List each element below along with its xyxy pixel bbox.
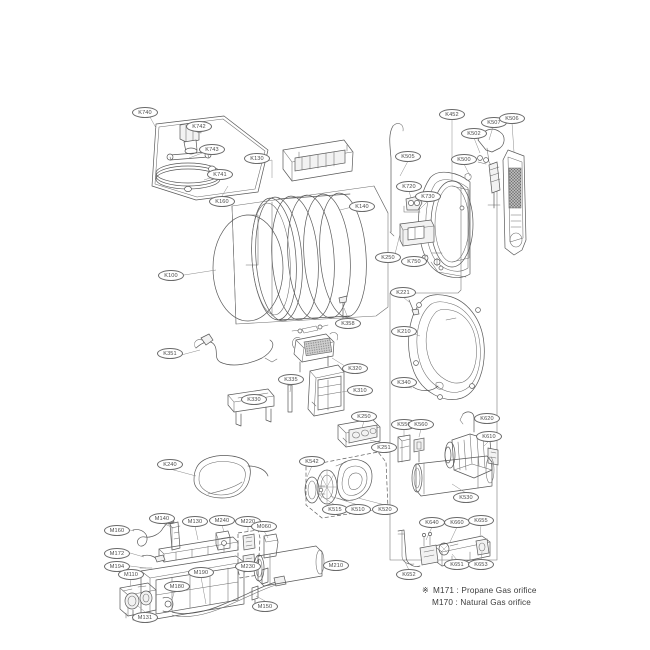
callout-k640: K640 (419, 516, 445, 528)
callout-k502: K502 (461, 127, 487, 139)
callout-k510: K510 (345, 503, 371, 515)
callout-m140: M140 (149, 512, 175, 524)
callout-k210: K210 (391, 325, 417, 337)
group-lint-duct (227, 332, 345, 427)
callout-k652: K652 (396, 568, 422, 580)
callout-k740: K740 (132, 106, 158, 118)
callout-k741: K741 (207, 168, 233, 180)
callout-m130: M130 (182, 515, 208, 527)
group-rear-frame (408, 294, 485, 400)
callout-k351: K351 (157, 347, 183, 359)
callout-k610: K610 (476, 430, 502, 442)
callout-k335: K335 (278, 373, 304, 385)
callout-k655: K655 (468, 514, 494, 526)
legend-line-1: ※M171 : Propane Gas orifice (422, 585, 537, 595)
callout-m131: M131 (132, 611, 158, 623)
callout-m110: M110 (118, 568, 144, 580)
callout-k506: K506 (499, 112, 525, 124)
callout-m190: M190 (188, 566, 214, 578)
group-motor (444, 411, 499, 479)
callout-k320: K320 (342, 362, 368, 374)
callout-k250b: K250 (351, 410, 377, 422)
legend-star-icon: ※ (422, 586, 430, 595)
callout-k310: K310 (347, 384, 373, 396)
group-burner-assembly (397, 529, 491, 567)
callout-m240: M240 (209, 514, 235, 526)
leader-lines (129, 116, 515, 613)
callout-k100: K100 (158, 269, 184, 281)
group-front-panel (389, 123, 527, 561)
callout-k505: K505 (395, 150, 421, 162)
callout-k358: K358 (335, 317, 361, 329)
callout-k542: K542 (299, 455, 325, 467)
callout-m194: M194 (104, 560, 130, 572)
legend-line-2: M170 : Natural Gas orifice (432, 598, 531, 607)
callout-k560: K560 (408, 418, 434, 430)
callout-m180: M180 (164, 580, 190, 592)
callout-k750: K750 (401, 255, 427, 267)
callout-k743: K743 (199, 143, 225, 155)
legend-line-text: M170 : Natural Gas orifice (432, 598, 532, 607)
callout-k730: K730 (415, 190, 441, 202)
callout-m210: M210 (323, 559, 349, 571)
callout-m150: M150 (252, 600, 278, 612)
callout-k140: K140 (349, 200, 375, 212)
callout-m160: M160 (104, 524, 130, 536)
callout-k653: K653 (468, 558, 494, 570)
callout-k251: K251 (371, 441, 397, 453)
callout-k240: K240 (157, 458, 183, 470)
callout-k500: K500 (451, 153, 477, 165)
group-filter-duct (282, 139, 354, 182)
group-exhaust-duct (411, 455, 495, 497)
group-brackets (397, 434, 425, 463)
callout-k660: K660 (444, 516, 470, 528)
callout-k340: K340 (391, 376, 417, 388)
callout-k221: K221 (390, 286, 416, 298)
callout-m172: M172 (104, 547, 130, 559)
group-gas-valve-assembly (119, 515, 325, 621)
group-sensor-harness (194, 333, 278, 366)
callout-k130: K130 (244, 152, 270, 164)
callout-k250: K250 (375, 251, 401, 263)
legend-line-text: M171 : Propane Gas orifice (433, 586, 537, 595)
callout-m060: M060 (251, 520, 277, 532)
callout-k520: K520 (372, 503, 398, 515)
callout-k530: K530 (453, 491, 479, 503)
group-cover (193, 455, 269, 499)
callout-k620: K620 (474, 412, 500, 424)
callout-k720: K720 (396, 180, 422, 192)
group-blower-assembly (304, 451, 389, 519)
group-heater-block (337, 418, 381, 448)
callout-k742: K742 (186, 120, 212, 132)
callout-m230: M230 (235, 560, 261, 572)
callout-k651: K651 (444, 558, 470, 570)
callout-k160: K160 (209, 195, 235, 207)
callout-k330: K330 (241, 393, 267, 405)
callout-k452: K452 (439, 108, 465, 120)
group-drum (212, 185, 389, 334)
